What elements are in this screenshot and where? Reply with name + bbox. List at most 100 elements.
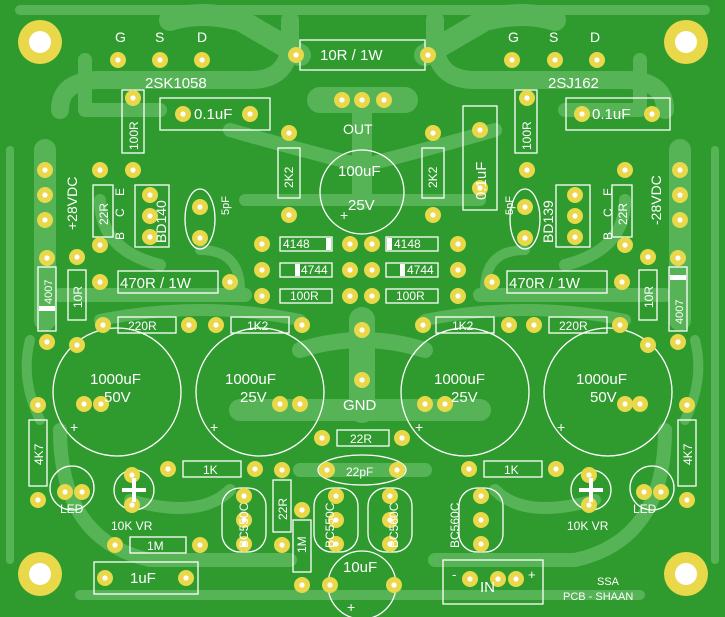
label-plus28: +28VDC — [64, 177, 80, 230]
pad-hole — [553, 466, 559, 472]
pad-hole — [622, 167, 628, 173]
label-cap-left-top: 0.1uF — [194, 106, 232, 123]
pad-hole — [649, 111, 655, 117]
label-bd139: BD139 — [540, 200, 556, 243]
pad-hole — [157, 57, 163, 63]
label-4744-left: 4744 — [301, 263, 328, 277]
pad-hole — [477, 127, 483, 133]
label-r4k7-left: 4K7 — [32, 443, 46, 465]
label-cap-100uf: 100uF — [338, 163, 381, 180]
label-bd140: BD140 — [153, 200, 169, 243]
pad-hole — [619, 279, 625, 285]
label-s-left: S — [155, 29, 164, 45]
label-r1k2-left: 1K2 — [247, 319, 269, 333]
label-in: IN — [480, 579, 495, 596]
silkscreen-text: G S D G S D 2SK1058 2SJ162 10R / 1W 0.1u… — [32, 29, 695, 603]
pad-hole — [165, 466, 171, 472]
pad-hole — [293, 52, 299, 58]
pad-hole — [572, 192, 578, 198]
label-gnd: GND — [343, 397, 377, 414]
label-5pf-left: 5pF — [220, 196, 232, 215]
pad-hole — [147, 234, 153, 240]
label-r100r-left: 100R — [290, 289, 319, 303]
label-c-left: C — [113, 208, 127, 217]
pad-hole — [387, 541, 393, 547]
pad-hole — [286, 212, 292, 218]
pad-hole — [81, 401, 87, 407]
pad-hole — [130, 167, 136, 173]
label-r22-right: 22R — [616, 203, 630, 225]
label-ssa: SSA — [597, 576, 620, 588]
pad-hole — [399, 435, 405, 441]
label-r1k2-right: 1K2 — [452, 319, 474, 333]
pad-hole — [247, 111, 253, 117]
pad-hole — [227, 279, 233, 285]
label-cap-right-vert: 0.1uF — [473, 162, 490, 200]
label-res-100r-left: 100R — [127, 121, 141, 150]
label-c1uf: 1uF — [130, 570, 156, 587]
label-c1000-1v: 50V — [104, 389, 131, 406]
pad-hole — [213, 322, 219, 328]
pads — [30, 47, 695, 593]
pad-hole — [186, 322, 192, 328]
pad-hole — [524, 95, 530, 101]
label-out: OUT — [343, 121, 373, 137]
label-cap-right-top: 0.1uF — [592, 106, 630, 123]
pad-hole — [286, 130, 292, 136]
label-r470-right: 470R / 1W — [509, 275, 581, 292]
pad-hole — [297, 401, 303, 407]
pad-hole — [180, 111, 186, 117]
pad-hole — [513, 576, 519, 582]
pad-hole — [425, 52, 431, 58]
pad-hole — [617, 322, 623, 328]
pad-hole — [645, 254, 651, 260]
label-4007-left: 4007 — [43, 280, 55, 304]
label-e-left: E — [113, 188, 127, 196]
pad-hole — [522, 235, 528, 241]
label-minus28: -28VDC — [648, 175, 664, 225]
pad-hole — [579, 111, 585, 117]
label-4148-right: 4148 — [394, 237, 421, 251]
pad-hole — [35, 497, 41, 503]
pad-hole — [586, 472, 592, 478]
label-bc560-1: BC560C — [387, 502, 401, 548]
label-r1m-vert: 1M — [295, 536, 309, 553]
label-2k2-right: 2K2 — [426, 166, 440, 188]
pad-hole — [478, 493, 484, 499]
label-r22r-mid: 22R — [350, 432, 372, 446]
pad-hole — [420, 322, 426, 328]
pad-hole — [147, 213, 153, 219]
pad-hole — [572, 234, 578, 240]
svg-text:+: + — [415, 419, 423, 435]
pad-hole — [347, 241, 353, 247]
label-bc550-1: BC550C — [237, 502, 251, 548]
pad-hole — [394, 467, 400, 473]
pad-hole — [299, 507, 305, 513]
pad-hole — [183, 575, 189, 581]
label-d-left: D — [197, 29, 207, 45]
label-fet-right: 2SJ162 — [548, 75, 599, 92]
pad-hole — [199, 57, 205, 63]
pad-hole — [98, 401, 104, 407]
pad-hole — [42, 192, 48, 198]
pad-hole — [197, 542, 203, 548]
pad-hole — [369, 267, 375, 273]
pad-hole — [430, 130, 436, 136]
label-r4k7-right: 4K7 — [681, 443, 695, 465]
pad-hole — [130, 95, 136, 101]
label-vr-left: 10K VR — [111, 519, 153, 533]
pad-hole — [44, 255, 50, 261]
label-r1k-right: 1K — [504, 463, 519, 477]
label-led-right: LED — [633, 502, 657, 516]
label-res-top: 10R / 1W — [320, 47, 383, 64]
pad-hole — [524, 167, 530, 173]
pad-hole — [359, 377, 365, 383]
label-c10uf: 10uF — [343, 559, 377, 576]
svg-text:+: + — [210, 419, 218, 435]
pad-hole — [333, 517, 339, 523]
pad-hole — [369, 293, 375, 299]
pad-hole — [637, 401, 643, 407]
pad-hole — [594, 57, 600, 63]
pad-hole — [42, 167, 48, 173]
